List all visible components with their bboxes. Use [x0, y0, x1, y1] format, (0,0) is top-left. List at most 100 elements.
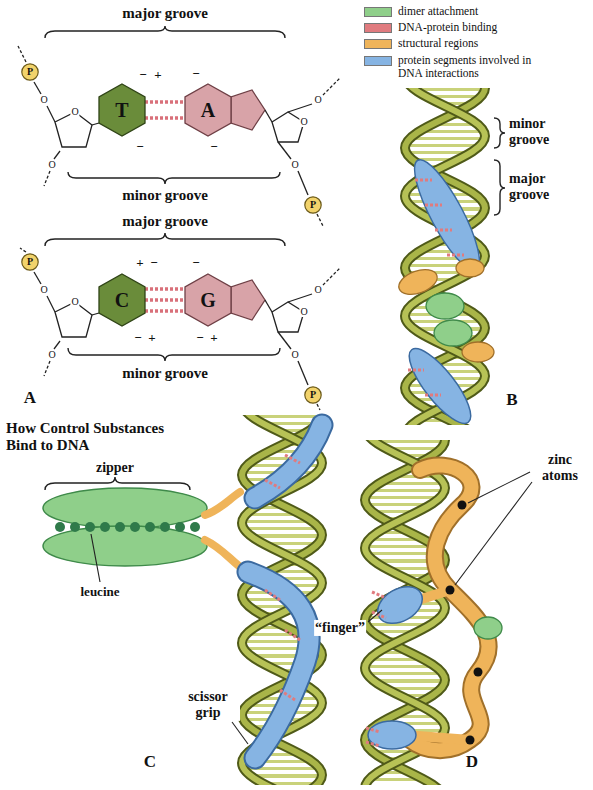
- base-letter: C: [115, 290, 129, 310]
- nucleotide-backbone: [265, 110, 272, 122]
- legend-swatch: [364, 56, 392, 66]
- binding-mark: [265, 455, 300, 700]
- structural-region: [205, 492, 244, 570]
- nucleotide-backbone: [20, 248, 26, 252]
- binding-mark: [408, 369, 424, 372]
- phosphate-outline: [22, 64, 38, 80]
- leucine-dot: [55, 522, 65, 532]
- legend-text: protein segments involved in DNA interac…: [398, 54, 536, 80]
- legend-swatch: [364, 39, 392, 49]
- leader-line: [455, 482, 532, 585]
- zinc-atom: [458, 501, 467, 510]
- leader-line: [91, 534, 248, 744]
- leucine-dot: [160, 522, 170, 532]
- phosphate-circle: P: [304, 386, 322, 404]
- panel-letter: A: [24, 388, 36, 408]
- nucleotide-backbone: [18, 46, 340, 226]
- groove-bracket: [494, 118, 505, 148]
- binding-mark: [415, 179, 432, 182]
- binding-mark: [408, 180, 464, 395]
- base-hexagon: C: [99, 274, 145, 326]
- protein-segment: [248, 425, 322, 758]
- leader-line: [468, 472, 530, 503]
- zipper-protein: [43, 526, 207, 566]
- nucleotide-backbone: [231, 280, 265, 320]
- charge-sign: −: [134, 331, 141, 346]
- structural-region: [395, 259, 494, 362]
- leucine-dot: [130, 522, 140, 532]
- zipper-protein: [43, 488, 207, 566]
- nucleotide-backbone: [34, 272, 41, 284]
- groove-label: minor groove: [122, 187, 208, 204]
- protein-segment: [371, 579, 429, 631]
- atom-label: O: [290, 160, 299, 170]
- legend-row: dimer attachment: [364, 5, 536, 18]
- nucleotide-backbone: [92, 123, 99, 125]
- nucleotide-backbone: [47, 296, 55, 312]
- charge-sign: −: [210, 140, 217, 155]
- leader-line: [368, 472, 532, 622]
- phosphate-circle: P: [304, 196, 322, 214]
- dimer-attachment: [474, 617, 502, 639]
- phosphate-label: P: [310, 200, 316, 210]
- dna-helix: [232, 415, 332, 785]
- nucleotide-backbone: [18, 46, 26, 62]
- leader-line: [91, 534, 100, 582]
- atom-label: O: [70, 107, 79, 117]
- groove-bracket: [494, 118, 505, 215]
- nucleotide-backbone: [55, 302, 92, 337]
- base-hexagon: A: [185, 84, 231, 136]
- phosphate-outline: [22, 254, 38, 270]
- leucine-dot: [85, 522, 95, 532]
- phosphate-circle: P: [21, 63, 39, 81]
- phosphate-circle: P: [21, 253, 39, 271]
- binding-mark: [280, 690, 295, 700]
- hexagon-outline: [185, 274, 231, 326]
- groove-bracket: [68, 348, 280, 361]
- structural-region: [462, 342, 494, 362]
- legend: dimer attachmentDNA-protein bindingstruc…: [364, 5, 536, 80]
- charge-sign: −: [192, 67, 199, 82]
- legend-text: dimer attachment: [398, 5, 536, 18]
- nucleotide-backbone: [44, 171, 50, 186]
- atom-label: O: [299, 307, 308, 317]
- hexagon-outline: [185, 84, 231, 136]
- binding-mark: [425, 204, 442, 207]
- dimer-attachment: [426, 293, 464, 319]
- nucleotide-backbone: [20, 248, 340, 410]
- binding-mark: [372, 592, 386, 598]
- nucleotide-backbone: [278, 142, 291, 159]
- nucleotide-backbone: [278, 332, 291, 349]
- zipper-protein: [43, 488, 207, 528]
- groove-label: minor groove: [509, 116, 571, 148]
- atom-label: O: [47, 160, 56, 170]
- groove-label: minor groove: [122, 365, 208, 382]
- part-label: “finger”: [314, 620, 366, 636]
- atom-label: O: [313, 285, 322, 295]
- groove-bracket: [45, 26, 285, 361]
- zinc-atom: [474, 668, 483, 677]
- dimer-attachment: [426, 293, 472, 346]
- part-label: zinc atoms: [534, 452, 586, 484]
- hydrogen-bond: [145, 102, 185, 118]
- groove-label: major groove: [509, 171, 571, 203]
- nucleotide-backbone: [54, 151, 60, 159]
- nucleotide-backbone: [317, 404, 320, 410]
- base-hexagon: G: [185, 274, 231, 326]
- binding-mark: [435, 229, 452, 232]
- protein-segment: [248, 572, 309, 758]
- dimer-attachment: [474, 617, 502, 639]
- hexagon-outline: [99, 84, 145, 136]
- structural-region: [205, 540, 244, 570]
- groove-label: major groove: [122, 213, 208, 230]
- charge-sign: +: [154, 68, 161, 83]
- leucine-dot: [55, 522, 200, 532]
- leucine-dot: [190, 522, 200, 532]
- nucleotide-backbone: [92, 313, 99, 315]
- zinc-atom: [466, 736, 475, 745]
- nucleotide-backbone: [298, 171, 308, 195]
- structural-region: [456, 259, 484, 277]
- atom-label: O: [39, 95, 48, 105]
- binding-mark: [366, 592, 386, 746]
- nucleotide-backbone: [298, 361, 308, 385]
